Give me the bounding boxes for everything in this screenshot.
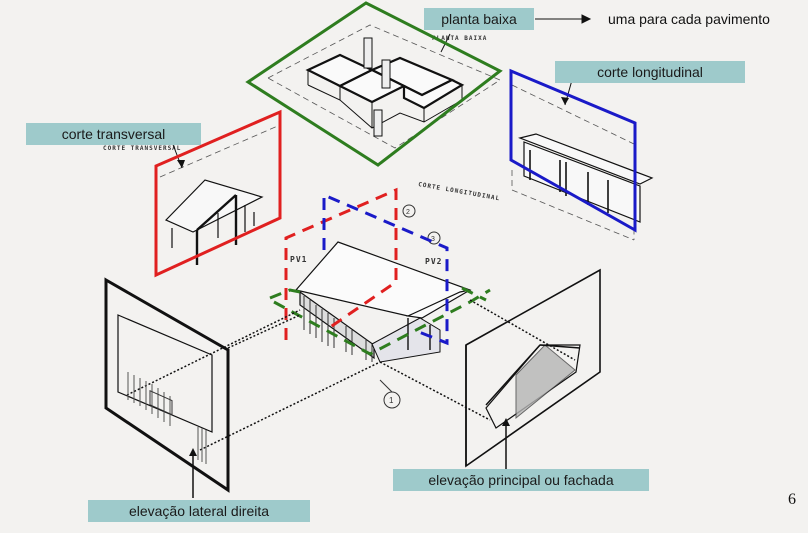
transverse-section-plane <box>154 109 282 278</box>
plan-caption: PLANTA BAIXA <box>432 35 487 42</box>
horizontal-cutting-plane <box>269 286 491 356</box>
label-pointers <box>535 14 592 24</box>
longitudinal-section-plane <box>509 68 637 233</box>
pv1-caption: PV1 <box>290 255 307 264</box>
longitudinal-section-drawing: CORTE LONGITUDINAL <box>418 79 654 241</box>
floor-plan-plane <box>245 1 503 167</box>
transverse-cutting-plane <box>284 187 398 340</box>
side-elevation-plane <box>104 277 230 493</box>
transverse-caption: CORTE TRANSVERSAL <box>103 145 181 152</box>
svg-text:1: 1 <box>389 396 394 405</box>
section-marker-1: 1 <box>379 379 401 409</box>
label-corte-longitudinal: corte longitudinal <box>555 61 745 83</box>
label-elevacao-lateral-direita: elevação lateral direita <box>88 500 310 522</box>
projection-lines <box>126 299 576 451</box>
house-isometric: PV1 PV2 2 3 1 <box>290 204 472 409</box>
floor-plan-drawing: PLANTA BAIXA <box>267 24 501 149</box>
section-marker-2: 2 <box>402 204 416 218</box>
longitudinal-cutting-plane <box>322 192 449 346</box>
front-elevation-drawing <box>485 344 581 470</box>
label-planta-baixa: planta baixa <box>424 8 534 30</box>
transverse-section-drawing: CORTE TRANSVERSAL <box>103 124 281 265</box>
svg-text:3: 3 <box>431 236 435 243</box>
label-elevacao-principal: elevação principal ou fachada <box>393 469 649 491</box>
longitudinal-caption: CORTE LONGITUDINAL <box>418 181 501 202</box>
label-corte-transversal: corte transversal <box>26 123 201 145</box>
page-number: 6 <box>788 491 796 508</box>
section-marker-3: 3 <box>427 231 441 245</box>
side-elevation-drawing <box>117 314 213 498</box>
svg-text:2: 2 <box>406 209 410 216</box>
pv2-caption: PV2 <box>425 257 442 266</box>
note-uma-para-cada-pavimento: uma para cada pavimento <box>608 11 770 27</box>
